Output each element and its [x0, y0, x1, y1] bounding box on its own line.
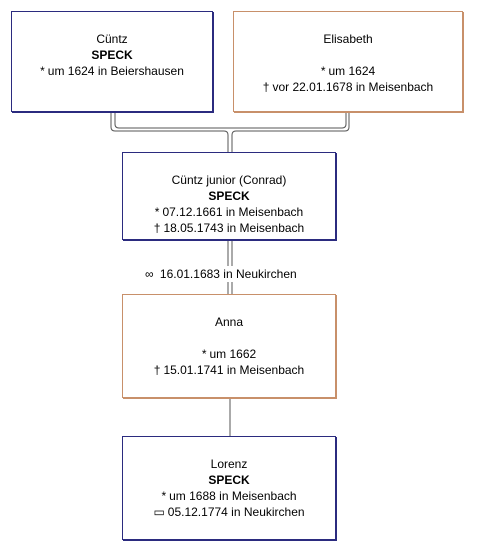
birth-icon: *	[40, 64, 45, 78]
person-box-mother[interactable]: Elisabeth *um 1624 †vor 22.01.1678 in Me…	[233, 11, 463, 112]
burial-icon: ▭	[153, 505, 165, 519]
given-name: Cüntz	[96, 32, 128, 46]
given-name: Cüntz junior (Conrad)	[171, 173, 287, 187]
surname: SPECK	[208, 473, 250, 487]
marriage-icon: ∞	[145, 267, 154, 281]
death-line: †18.05.1743 in Meisenbach	[123, 220, 335, 236]
surname: SPECK	[91, 48, 133, 62]
death-text: vor 22.01.1678 in Meisenbach	[272, 80, 434, 94]
death-icon: †	[153, 363, 161, 377]
birth-line: *um 1624	[234, 63, 462, 79]
burial-text: 05.12.1774 in Neukirchen	[167, 505, 305, 519]
death-text: 15.01.1741 in Meisenbach	[163, 363, 305, 377]
birth-text: um 1624 in Beiershausen	[47, 64, 184, 78]
birth-text: um 1624	[328, 64, 376, 78]
birth-icon: *	[320, 64, 326, 78]
death-icon: †	[262, 80, 270, 94]
death-line: †15.01.1741 in Meisenbach	[123, 362, 335, 378]
birth-text: um 1662	[209, 347, 257, 361]
burial-line: ▭05.12.1774 in Neukirchen	[123, 504, 335, 520]
birth-line: *um 1662	[123, 346, 335, 362]
marriage-label: ∞ 16.01.1683 in Neukirchen	[145, 266, 297, 282]
birth-line: *um 1624 in Beiershausen	[12, 63, 212, 79]
birth-text: um 1688 in Meisenbach	[169, 489, 297, 503]
birth-icon: *	[154, 205, 160, 219]
marriage-text: 16.01.1683 in Neukirchen	[159, 267, 297, 281]
person-box-subject[interactable]: Cüntz junior (Conrad) SPECK *07.12.1661 …	[122, 152, 336, 240]
birth-icon: *	[201, 347, 207, 361]
death-text: 18.05.1743 in Meisenbach	[163, 221, 305, 235]
death-line: †vor 22.01.1678 in Meisenbach	[234, 79, 462, 95]
person-box-father[interactable]: Cüntz SPECK *um 1624 in Beiershausen	[11, 11, 213, 112]
given-name: Lorenz	[210, 457, 248, 471]
surname: SPECK	[208, 189, 250, 203]
person-box-child[interactable]: Lorenz SPECK *um 1688 in Meisenbach ▭05.…	[122, 436, 336, 540]
birth-text: 07.12.1661 in Meisenbach	[162, 205, 304, 219]
birth-icon: *	[161, 489, 167, 503]
given-name: Elisabeth	[323, 32, 373, 46]
birth-line: *um 1688 in Meisenbach	[123, 488, 335, 504]
death-icon: †	[153, 221, 161, 235]
given-name: Anna	[214, 315, 244, 329]
person-box-spouse[interactable]: Anna *um 1662 †15.01.1741 in Meisenbach	[122, 294, 336, 398]
birth-line: *07.12.1661 in Meisenbach	[123, 204, 335, 220]
